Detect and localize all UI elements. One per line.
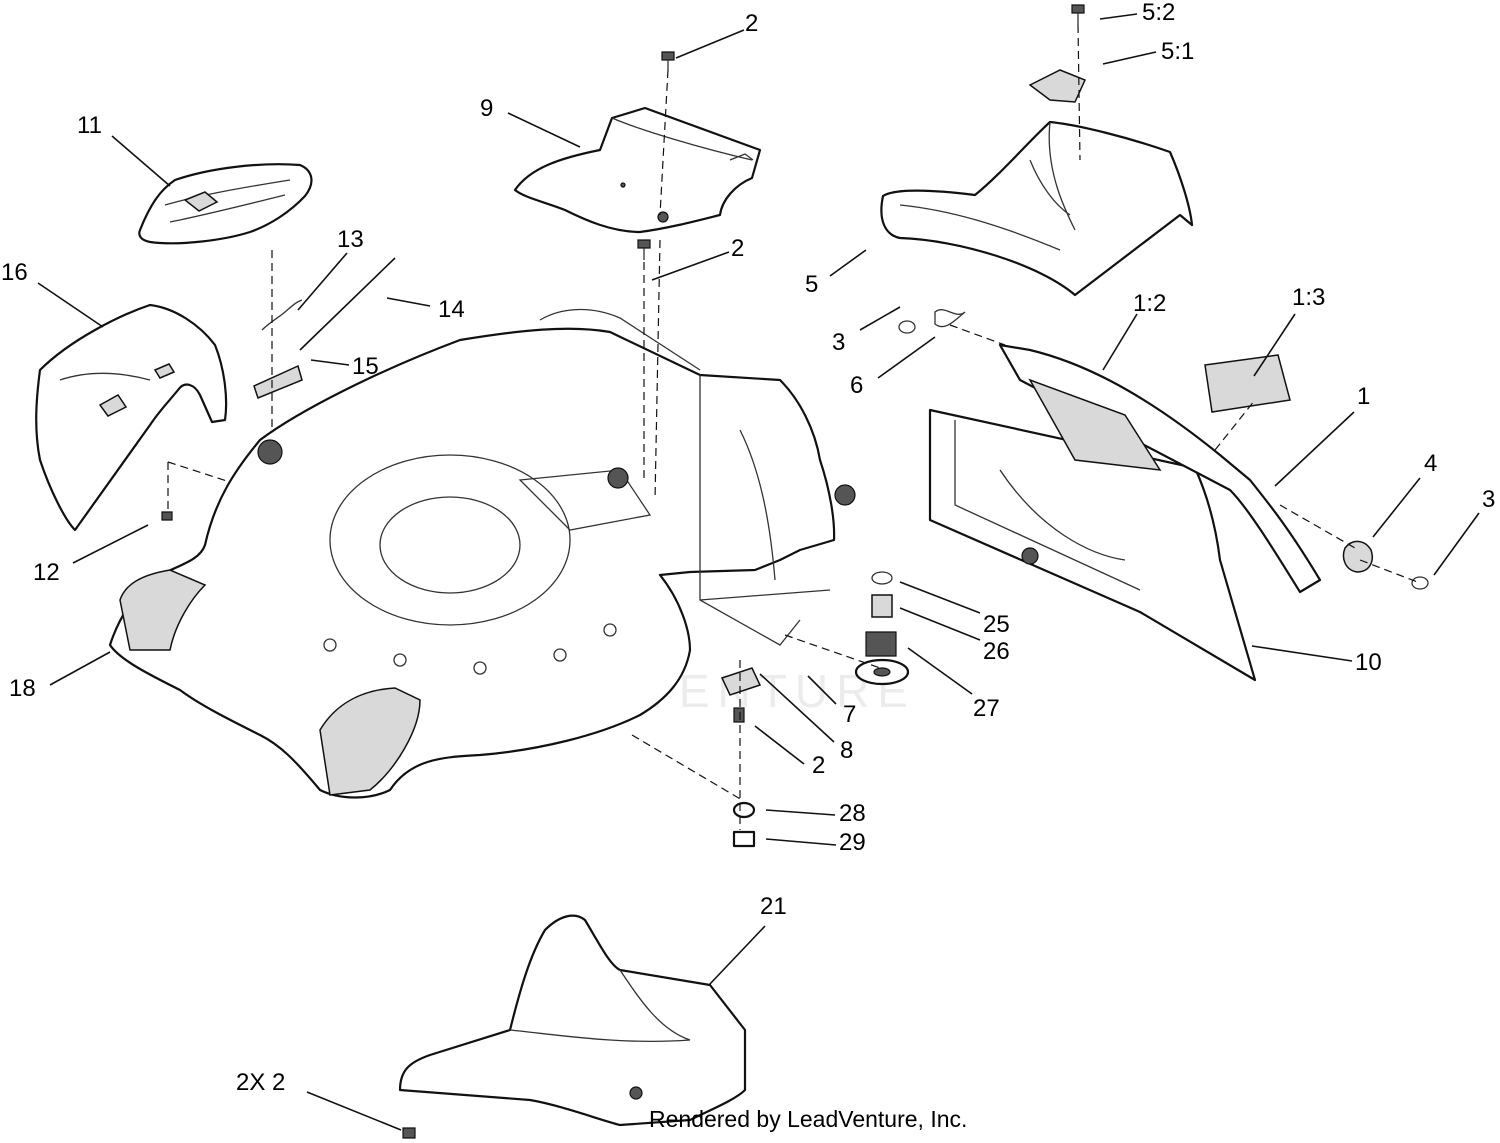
callout-3-left: 3 [832,329,845,356]
callout-2-low: 2 [812,752,825,779]
callout-3-right: 3 [1482,486,1495,513]
callout-10: 10 [1355,649,1382,676]
callout-2-mid: 2 [731,235,744,262]
callout-5-2: 5:2 [1142,0,1175,26]
part-1-flap-assembly [998,343,1322,594]
parts-7-8 [720,667,762,696]
parts-13-14-15-latch [253,257,396,399]
callout-1: 1 [1357,383,1370,410]
callout-13: 13 [337,226,364,253]
part-9-plate [513,106,762,234]
callout-5-1: 5:1 [1161,38,1194,65]
leader-lines [37,13,1480,1131]
callout-9: 9 [480,95,493,122]
hardware [161,4,1429,1139]
render-credit: Rendered by LeadVenture, Inc. [649,1106,968,1132]
callout-2x2: 2X 2 [236,1069,285,1096]
callout-25: 25 [983,611,1010,638]
callout-7: 7 [843,701,856,728]
callout-21: 21 [760,893,787,920]
callout-2-top: 2 [745,10,758,37]
callout-16: 16 [1,259,28,286]
callout-8: 8 [840,737,853,764]
part-10-rear-mount [928,408,1257,682]
callout-11: 11 [77,112,102,139]
callout-5: 5 [805,271,818,298]
callout-29: 29 [839,829,866,856]
part-11-cover [138,163,313,245]
part-5-guard [880,69,1194,297]
part-21-mulch-plug [398,914,747,1127]
callout-27: 27 [973,695,1000,722]
callout-labels: 2 5:2 5:1 11 9 13 2 16 14 15 5 1:2 1:3 3… [1,0,1495,1096]
part-16-side-guard [35,303,228,532]
callout-15: 15 [352,353,379,380]
callout-28: 28 [839,800,866,827]
callout-6: 6 [850,372,863,399]
callout-4: 4 [1424,450,1437,477]
callout-1-3: 1:3 [1292,284,1325,311]
callout-26: 26 [983,638,1010,665]
callout-1-2: 1:2 [1133,290,1166,317]
callout-18: 18 [9,675,36,702]
callout-14: 14 [438,296,465,323]
assembly-lines [167,24,1421,830]
callout-12: 12 [33,559,60,586]
part-18-deck [108,308,856,799]
